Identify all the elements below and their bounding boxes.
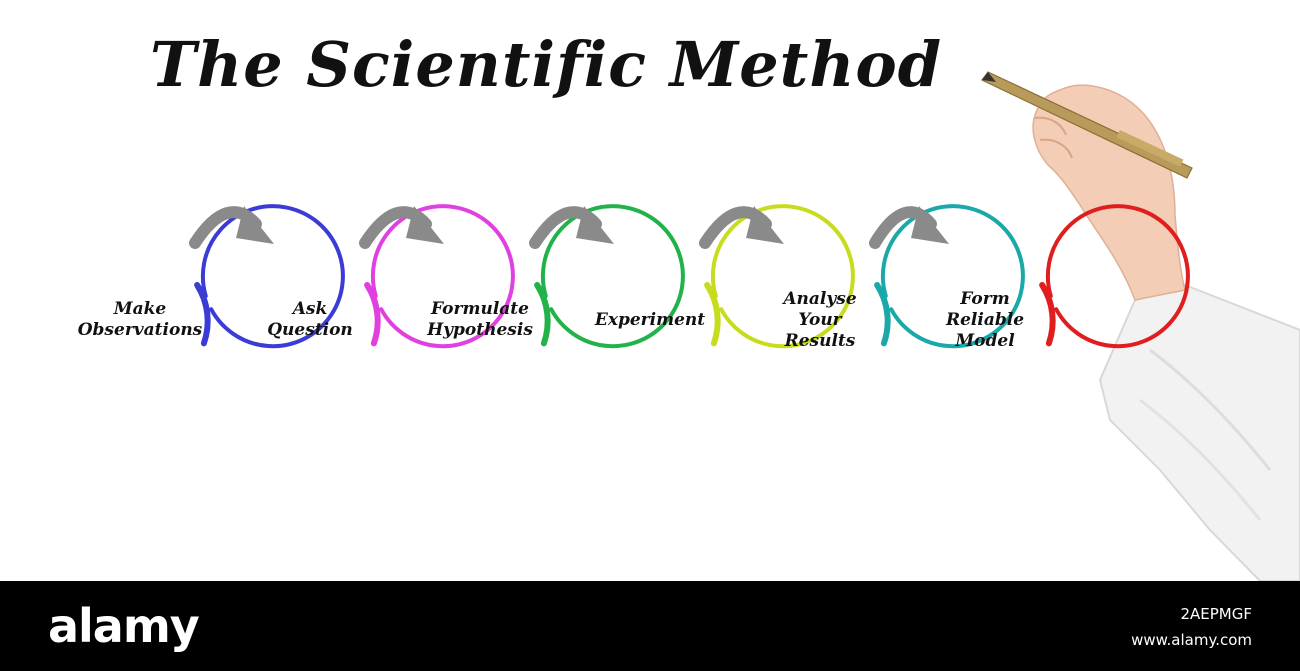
flow-arrow-1	[189, 206, 274, 249]
step-circle-3	[534, 204, 685, 349]
step-circle-2	[364, 204, 515, 349]
step-label-line: Results	[784, 330, 856, 351]
flow-arrow-3	[529, 206, 614, 249]
footer-url: www.alamy.com	[1131, 631, 1252, 649]
step-label-line: Formulate	[431, 299, 529, 319]
step-label-line: Ask	[292, 299, 328, 319]
alamy-logo: alamy	[48, 599, 200, 653]
step-label-line: Model	[955, 330, 1015, 351]
step-label-line: Your	[798, 309, 842, 330]
step-circle-4	[704, 204, 855, 349]
footer-bar: alamy 2AEPMGF www.alamy.com	[0, 581, 1300, 671]
step-label-line: Experiment	[594, 309, 706, 330]
image-id: 2AEPMGF	[1180, 605, 1252, 623]
flow-arrow-5	[869, 206, 949, 249]
flow-arrow-2	[359, 206, 444, 249]
step-label-line: Form	[960, 288, 1010, 309]
step-label-line: Question	[267, 320, 353, 340]
step-label-line: Observations	[77, 320, 203, 340]
flow-arrow-4	[699, 206, 784, 249]
step-label-line: Hypothesis	[427, 320, 533, 340]
step-circle-5	[874, 204, 1025, 349]
step-label-line: Make	[113, 299, 167, 319]
step-label-4: Experiment	[575, 275, 725, 365]
hand-with-pen-illustration	[981, 71, 1300, 582]
step-label-line: Reliable	[945, 309, 1025, 330]
step-circle-1	[194, 204, 345, 349]
step-label-line: Analyse	[783, 288, 857, 309]
diagram-title: The Scientific Method	[150, 28, 943, 101]
step-circle-6	[1039, 204, 1190, 349]
